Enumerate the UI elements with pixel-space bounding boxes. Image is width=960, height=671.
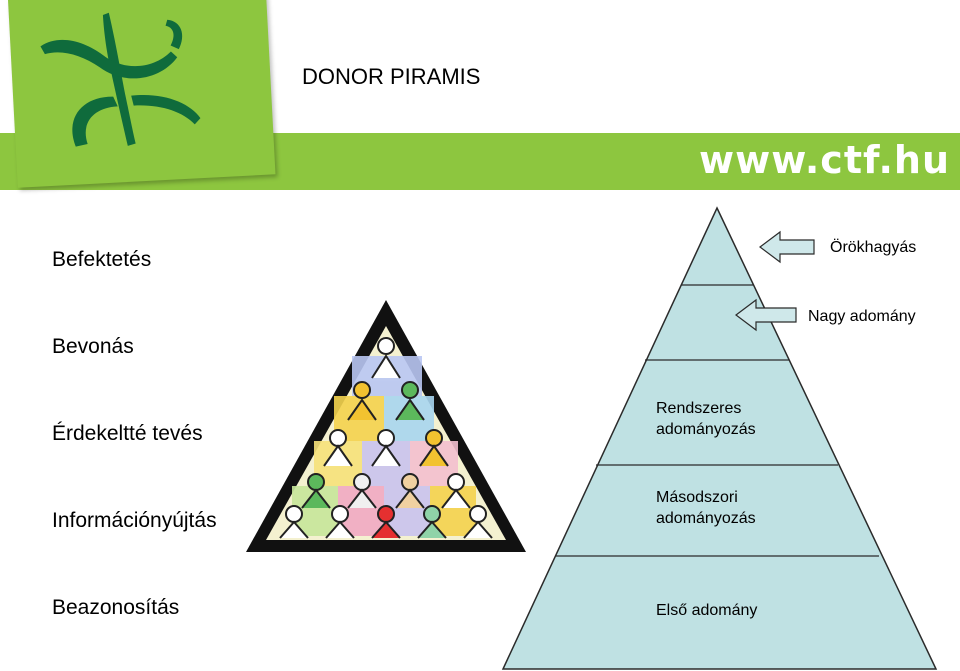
stage-label-befektetes: Befektetés	[52, 248, 152, 271]
pyramid-level-line: adományozás	[656, 421, 756, 438]
stage-label-bevonas: Bevonás	[52, 335, 134, 358]
left-arrow-icon	[759, 230, 815, 264]
website-url: www.ctf.hu	[698, 138, 950, 182]
pyramid-shape	[501, 206, 938, 670]
pyramid-level-line: Másodszori	[656, 489, 738, 506]
pyramid-level-masodszori: Másodszori adományozás	[656, 487, 756, 529]
pyramid-level-rendszeres: Rendszeres adományozás	[656, 398, 756, 440]
donor-pyramid	[501, 206, 938, 670]
people-pyramid-icon	[246, 300, 526, 552]
pyramid-level-line: Első adomány	[656, 602, 758, 619]
pyramid-level-line: adományozás	[656, 510, 756, 527]
left-arrow-icon	[735, 298, 797, 332]
callout-nagy-adomany: Nagy adomány	[808, 308, 916, 325]
stage-label-beazonositas: Beazonosítás	[52, 596, 180, 619]
page-title: DONOR PIRAMIS	[302, 64, 481, 89]
ctf-logo-icon	[8, 0, 276, 188]
stage-label-informacionyujtas: Információnyújtás	[52, 509, 217, 532]
callout-orokhagyas: Örökhagyás	[830, 239, 917, 256]
stage-label-erdekeltte-teves: Érdekeltté tevés	[52, 422, 203, 445]
pyramid-level-line: Rendszeres	[656, 400, 742, 417]
pyramid-level-elso: Első adomány	[656, 600, 757, 621]
